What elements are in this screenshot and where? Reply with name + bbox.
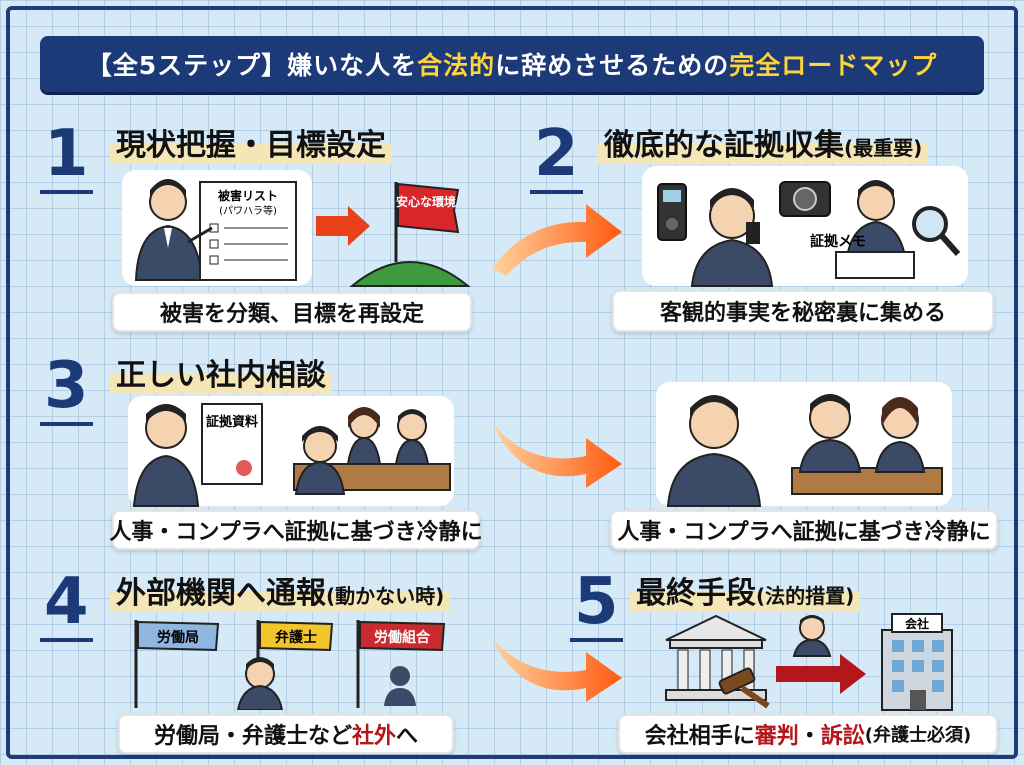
evidence-document-label: 証拠資料: [206, 414, 258, 430]
gavel-icon: [718, 667, 756, 695]
step-4-caption-c: へ: [396, 724, 419, 749]
goal-flag-label: 安心な環境: [396, 194, 456, 209]
step-5-number: 5: [570, 565, 623, 642]
lawyer-flag: [259, 620, 334, 652]
evidence-document: [201, 403, 263, 485]
step-5-title-main: 最終手段: [636, 576, 756, 611]
step-1-illustration: 被害リスト (パワハラ等) 安心な環境: [122, 170, 471, 287]
step-4-title-note: (動かない時): [326, 584, 445, 608]
arrow-right-icon: [316, 206, 370, 246]
arrow-step3-middle: [492, 422, 622, 488]
step-2-number: 2: [530, 117, 583, 194]
step-5-title-note: (法的措置): [756, 584, 855, 608]
evidence-memo-label: 証拠メモ: [810, 233, 866, 250]
step-4-caption: 労働局・弁護士など社外へ: [118, 714, 454, 754]
step-4-caption-b: 社外: [351, 724, 396, 749]
damage-list-subtitle: (パワハラ等): [219, 204, 277, 217]
page-frame: [6, 6, 1018, 759]
company-label: 会社: [905, 616, 929, 631]
step-5-title: 最終手段(法的措置): [630, 568, 861, 612]
title-highlight-legal: 合法的: [417, 51, 496, 80]
step-5-caption-e: (弁護士必須): [864, 725, 972, 746]
page-title: 【全5ステップ】嫌いな人を合法的に辞めさせるための完全ロードマップ: [40, 36, 984, 92]
step-4-illustration: 労働局 弁護士 労働組合: [134, 620, 446, 710]
pen: [187, 226, 213, 244]
step-5-caption: 会社相手に審判・訴訟(弁護士必須): [618, 714, 998, 754]
phone-icon: [746, 222, 760, 244]
step-2-title-main: 徹底的な証拠収集: [604, 128, 844, 163]
goal-flag: [397, 182, 460, 234]
step-5-illustration: 会社: [665, 613, 953, 711]
hill: [349, 261, 471, 287]
step-5-caption-b: 審判: [754, 724, 799, 749]
step-2-title: 徹底的な証拠収集(最重要): [598, 120, 929, 164]
red-arrow-icon: [776, 654, 866, 694]
title-part-1: 【全5ステップ】嫌いな人を: [86, 51, 418, 80]
step-3-number: 3: [40, 349, 93, 426]
title-part-3: に辞めさせるための: [495, 51, 730, 80]
arrow-step4-to-step5: [492, 638, 622, 702]
step-4-title-main: 外部機関へ通報: [116, 576, 326, 611]
step-3-illustration-left: 証拠資料: [128, 396, 454, 507]
labor-union-label: 労働組合: [374, 629, 431, 646]
labor-union-flag: [359, 620, 446, 652]
labor-bureau-flag: [137, 620, 220, 652]
step-1-title: 現状把握・目標設定: [110, 120, 392, 164]
lawyer-label: 弁護士: [275, 629, 317, 646]
step-3-caption-right: 人事・コンプラへ証拠に基づき冷静に: [610, 510, 998, 550]
courthouse-icon: [665, 614, 767, 641]
step-3-caption-left: 人事・コンプラへ証拠に基づき冷静に: [109, 510, 483, 550]
step-4-number: 4: [40, 565, 93, 642]
step-2-title-note: (最重要): [844, 136, 923, 160]
step-3-title: 正しい社内相談: [110, 350, 332, 394]
step-5-caption-c: ・: [798, 724, 821, 749]
step-1-number: 1: [40, 117, 93, 194]
step-2-caption: 客観的事実を秘密裏に集める: [612, 290, 994, 332]
step-2-illustration: 証拠メモ: [642, 166, 968, 287]
step-5-caption-d: 訴訟: [820, 724, 865, 749]
step-5-caption-a: 会社相手に: [644, 724, 755, 749]
memo-pad: [835, 251, 915, 279]
damage-list-title: 被害リスト: [218, 188, 278, 203]
arrow-step1-to-step2: [492, 204, 622, 276]
labor-bureau-label: 労働局: [157, 629, 199, 646]
step-1-caption: 被害を分類、目標を再設定: [112, 292, 472, 332]
step-3-illustration-right: [656, 382, 952, 507]
step-4-title: 外部機関へ通報(動かない時): [110, 568, 451, 612]
step-4-caption-a: 労働局・弁護士など: [153, 724, 352, 749]
title-highlight-roadmap: 完全ロードマップ: [729, 51, 938, 80]
magnifier-icon: [912, 206, 948, 242]
person-hair: [150, 179, 186, 196]
